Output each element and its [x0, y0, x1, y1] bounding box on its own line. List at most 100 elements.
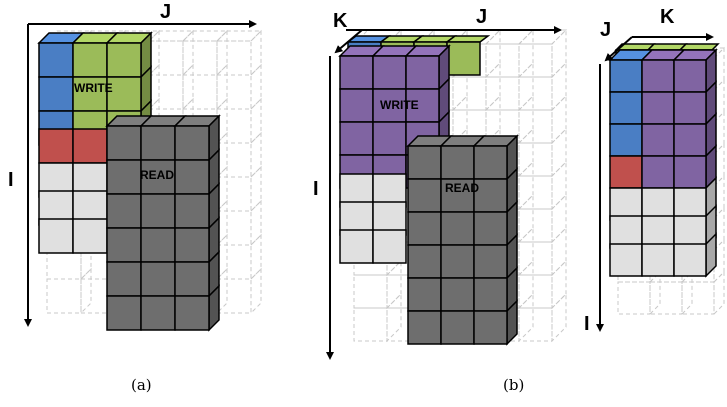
ghost-cell-b-side: [551, 160, 567, 211]
ghost-cell-b: [353, 307, 388, 342]
ghost-cell-b-side: [485, 61, 501, 112]
light-cell-c: [641, 215, 675, 249]
axis-j-label-a: J: [160, 1, 171, 23]
light-cell-a: [72, 218, 108, 254]
ghost-cell-b-side: [386, 259, 402, 310]
ghost-cell-a: [182, 40, 218, 76]
diagram-c: K J I: [584, 6, 714, 335]
write-label-b: WRITE: [380, 98, 419, 112]
cell-c: [641, 155, 675, 189]
cell-c: [641, 59, 675, 93]
ghost-cell-a: [80, 278, 116, 314]
ghost-cell-b-side: [518, 127, 534, 178]
read-cell-b: [440, 211, 475, 246]
light-cell-c: [609, 187, 643, 221]
read-cell-a: [174, 193, 210, 229]
ghost-cell-b-top: [517, 29, 568, 45]
green-cell-b-top: [444, 35, 491, 43]
axis-i-label-c: I: [584, 313, 590, 335]
caption-a: (a): [131, 376, 152, 394]
ghost-cell-b-side: [518, 28, 534, 79]
ghost-cell-b-side: [518, 61, 534, 112]
read-cell-b: [440, 145, 475, 180]
ghost-cell-b-side: [551, 292, 567, 343]
ghost-cell-b-side: [551, 226, 567, 277]
ghost-cell-b-side: [518, 292, 534, 343]
read-cell-a: [106, 295, 142, 331]
axis-j-arrow-c: [604, 36, 633, 62]
axis-i-label-a: I: [8, 169, 14, 191]
ghost-cell-a-side: [250, 29, 262, 77]
cell-layer: [37, 31, 720, 346]
ghost-cell-b-side: [551, 193, 567, 244]
cell-c: [609, 91, 643, 125]
ghost-cell-a-side: [182, 63, 194, 111]
light-cell-c: [641, 243, 675, 277]
ghost-cell-a-top: [147, 30, 195, 42]
read-cell-b: [473, 244, 508, 279]
ghost-cell-c-side: [713, 270, 725, 316]
read-cell-a: [174, 295, 210, 331]
ghost-cell-c-side: [713, 238, 725, 284]
cell-c: [641, 123, 675, 157]
ghost-cell-b-side: [551, 28, 567, 79]
light-cell-c: [673, 243, 707, 277]
ghost-cell-a: [46, 278, 82, 314]
diagram-a: J I WRITE READ (a): [8, 1, 257, 394]
ghost-cell-c-side: [649, 270, 661, 316]
ghost-cell-a-side: [182, 29, 194, 77]
read-label-b: READ: [445, 181, 479, 195]
green-cell-b: [446, 41, 481, 76]
cell-c: [673, 155, 707, 189]
read-cell-a: [106, 159, 142, 195]
read-cell-a: [140, 227, 176, 263]
ghost-cell-b-side: [518, 160, 534, 211]
read-cell-b: [473, 310, 508, 345]
ghost-cell-a: [216, 278, 252, 314]
light-cell-c: [609, 215, 643, 249]
axis-j-label-b: J: [476, 6, 487, 28]
diagram-b: K J I WRITE READ (b): [313, 6, 562, 394]
read-cell-a: [106, 193, 142, 229]
ghost-cell-b-side: [518, 193, 534, 244]
light-cell-b: [372, 229, 407, 264]
ghost-cell-a: [216, 40, 252, 76]
axis-k-arrow-b: [334, 29, 363, 54]
cell-c: [673, 59, 707, 93]
light-cell-c: [673, 215, 707, 249]
cell-c: [673, 123, 707, 157]
read-cell-b: [407, 310, 442, 345]
write-cell-a: [38, 76, 74, 112]
cell-c: [609, 123, 643, 157]
ghost-cell-c: [649, 281, 683, 315]
cell-c: [609, 59, 643, 93]
read-cell-a: [140, 295, 176, 331]
ghost-cell-b-side: [452, 94, 468, 145]
read-cell-b: [440, 310, 475, 345]
ghost-cell-b-side: [518, 226, 534, 277]
write-cell-a: [106, 42, 142, 78]
ghost-cell-b-side: [551, 259, 567, 310]
read-cell-b: [473, 277, 508, 312]
ghost-cell-b-side: [518, 94, 534, 145]
read-cell-b: [473, 211, 508, 246]
red-cell-a: [38, 128, 74, 164]
ghost-cell-b-side: [485, 28, 501, 79]
read-cell-a: [174, 261, 210, 297]
ghost-cell-c-side: [681, 270, 693, 316]
ghost-cell-b-side: [386, 292, 402, 343]
write-label-a: WRITE: [74, 81, 113, 95]
read-cell-a: [174, 159, 210, 195]
read-cell-b: [440, 277, 475, 312]
ghost-cell-a-top: [215, 30, 263, 42]
ghost-cell-b-side: [551, 94, 567, 145]
read-cell-b: [473, 145, 508, 180]
write-cell-b: [339, 121, 374, 156]
ghost-cell-c: [617, 281, 651, 315]
read-cell-a: [106, 261, 142, 297]
read-cell-b: [407, 211, 442, 246]
ghost-cell-b-side: [485, 94, 501, 145]
read-cell-a: [106, 227, 142, 263]
ghost-cell-b-side: [518, 259, 534, 310]
